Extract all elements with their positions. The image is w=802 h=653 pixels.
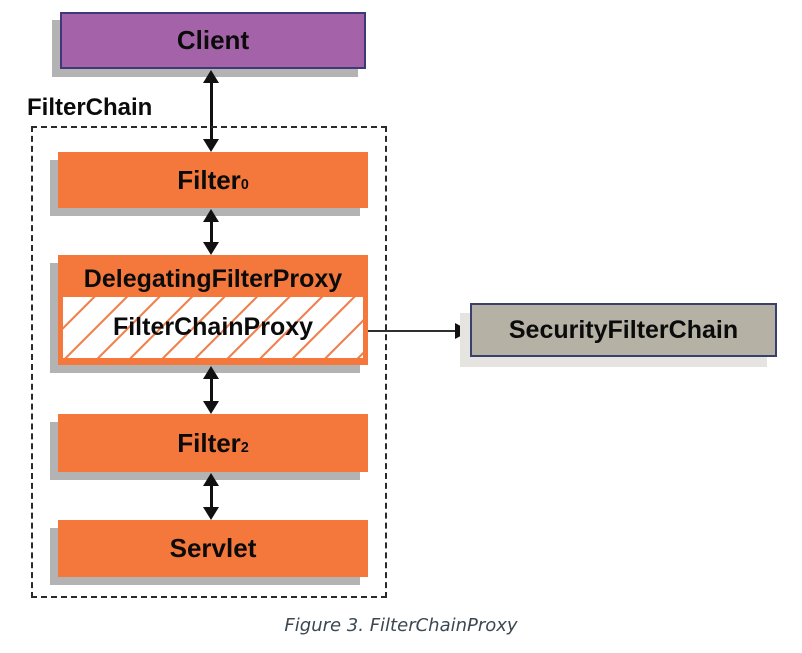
arrow-client-filter0 (202, 70, 220, 152)
filter-chain-proxy-label: FilterChainProxy (112, 313, 314, 341)
servlet-box: Servlet (58, 520, 368, 577)
arrowhead-up-icon (203, 473, 219, 486)
arrowhead-up-icon (203, 70, 219, 83)
arrow-filterchainproxy-filter2 (202, 366, 220, 414)
filter2-label: Filter (177, 427, 241, 458)
arrow-filter2-servlet (202, 473, 220, 520)
client-box: Client (60, 12, 366, 69)
arrow-line (209, 83, 213, 139)
arrow-line (209, 486, 213, 507)
filterchain-boundary (31, 126, 387, 598)
filter0-label: Filter (177, 164, 241, 195)
arrow-line (209, 379, 213, 401)
delegating-filter-proxy-box: DelegatingFilterProxy FilterChainProxy (58, 255, 368, 365)
figure-caption: Figure 3. FilterChainProxy (284, 615, 518, 636)
security-filter-chain-box: SecurityFilterChain (470, 303, 777, 357)
arrowhead-up-icon (203, 366, 219, 379)
arrow-line (209, 222, 213, 242)
arrow-filterchainproxy-securityfilterchain (368, 322, 470, 340)
arrowhead-right-icon (455, 323, 470, 339)
arrowhead-down-icon (203, 401, 219, 414)
security-filter-chain-label: SecurityFilterChain (508, 315, 739, 344)
filter2-subscript: 2 (240, 440, 249, 456)
arrowhead-down-icon (203, 139, 219, 152)
arrowhead-down-icon (203, 507, 219, 520)
filterchain-label: FilterChain (27, 94, 153, 121)
servlet-label: Servlet (169, 533, 257, 563)
arrowhead-up-icon (203, 209, 219, 222)
filter0-subscript: 0 (240, 177, 249, 193)
filter-chain-proxy-box: FilterChainProxy (63, 297, 363, 358)
arrow-line (368, 330, 455, 332)
arrowhead-down-icon (203, 242, 219, 255)
delegating-filter-proxy-label: DelegatingFilterProxy (83, 264, 343, 293)
client-label: Client (176, 25, 250, 55)
arrow-filter0-delegatingfilterproxy (202, 209, 220, 255)
